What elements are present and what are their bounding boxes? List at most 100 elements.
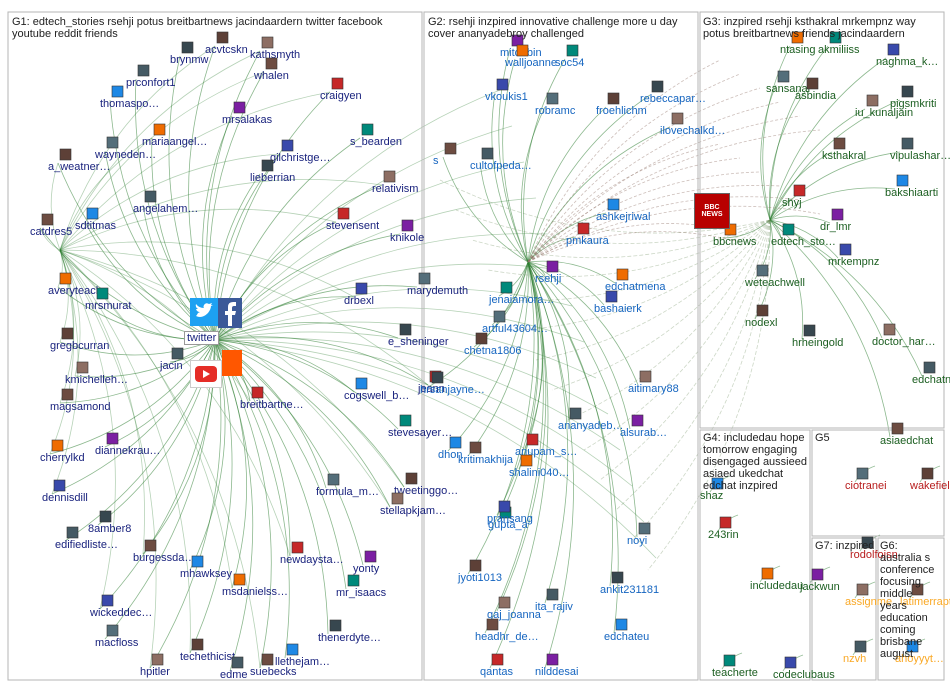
node-g2[interactable]: ilovechalkd… (660, 112, 725, 137)
node-g2[interactable]: jyoti1013 (457, 559, 502, 584)
node-g2[interactable]: vkoukis1 (485, 78, 528, 103)
node-g2[interactable]: rsehji (535, 260, 561, 285)
node-g5[interactable]: ciotranei (845, 467, 887, 492)
node-g1[interactable]: mr_isaacs (336, 574, 387, 599)
node-g1[interactable]: a_weatner… (48, 148, 110, 173)
node-g1[interactable]: hpitler (140, 653, 170, 678)
node-g1[interactable]: knikole (390, 219, 424, 244)
node-g3[interactable]: nodexl (745, 304, 777, 329)
node-g2[interactable]: s (433, 142, 457, 167)
node-g7[interactable]: nzvh (843, 640, 867, 665)
node-g2[interactable]: edchateu (604, 618, 649, 643)
node-g2[interactable]: walljoanne (504, 44, 557, 69)
node-g2[interactable]: ashkejriwal (596, 198, 650, 223)
node-g2[interactable]: gaj_joanna (487, 596, 542, 621)
node-g3[interactable]: dr_lmr (820, 208, 852, 233)
node-g1[interactable]: lieberrian (250, 159, 295, 184)
node-g2[interactable]: cultofpeda… (470, 147, 532, 172)
node-g2[interactable]: hrsanjayne… (420, 371, 485, 396)
node-g2[interactable]: artful43604… (482, 310, 548, 335)
node-g1[interactable]: thomaspo… (100, 85, 159, 110)
node-g1[interactable]: wayneden… (94, 136, 156, 161)
node-g1[interactable]: angelahem… (133, 190, 198, 215)
node-g1[interactable]: mhawksey (180, 555, 232, 580)
node-g4[interactable]: jackwun (799, 568, 840, 593)
node-g1[interactable]: stellapkjam… (380, 492, 446, 517)
node-g3[interactable]: mrkempnz (828, 243, 879, 268)
node-g1[interactable]: brynmw (170, 41, 209, 66)
node-g3[interactable]: akmiliiss (818, 31, 860, 56)
node-g7[interactable]: ahoyyyt… (895, 640, 944, 665)
node-g2[interactable]: jenaiamora… (488, 281, 554, 306)
node-g3[interactable]: edchatnz (912, 361, 950, 386)
node-g2[interactable]: qantas (480, 653, 514, 678)
node-g3[interactable]: pigsmkriti (890, 85, 936, 110)
node-g1[interactable]: burgessda… (133, 539, 195, 564)
node-g1[interactable]: formula_m… (316, 473, 379, 498)
node-g1[interactable]: tweetinggo… (394, 472, 458, 497)
node-g2[interactable]: nilddesai (535, 653, 578, 678)
node-g2[interactable]: soc54 (555, 44, 584, 69)
node-g2[interactable]: pmkaura (566, 222, 610, 247)
node-g1[interactable]: stevesayer… (388, 414, 452, 439)
node-g3[interactable]: sansanar (766, 70, 812, 95)
node-g1[interactable]: stevensent (326, 207, 379, 232)
node-g1[interactable]: cherrylkd (40, 439, 85, 464)
node-g1[interactable]: macfloss (95, 624, 139, 649)
node-g3[interactable]: edtech_sto… (771, 223, 836, 248)
node-g2[interactable]: pransang (487, 500, 533, 525)
node-g1[interactable]: relativism (372, 170, 418, 195)
node-g1[interactable]: sdtitmas (75, 207, 116, 232)
node-g4[interactable]: includedau (750, 567, 803, 592)
node-g1[interactable]: kathsmyth (250, 36, 300, 61)
node-g3[interactable]: weteachwell (744, 264, 805, 289)
node-g2[interactable]: alsurab… (620, 414, 667, 439)
node-g2[interactable]: edchatmena (605, 268, 666, 293)
node-g2[interactable]: headhr_de… (475, 618, 539, 643)
node-g1[interactable]: catdres5 (30, 213, 72, 238)
node-g4[interactable]: codeclubaus (773, 656, 835, 681)
node-g2[interactable]: anupam_s… (515, 433, 577, 458)
node-g3[interactable]: doctor_har… (872, 323, 936, 348)
node-g1[interactable]: prconfort1 (126, 64, 176, 89)
node-g1[interactable]: whalen (253, 57, 289, 82)
node-g1[interactable]: kmichelleh… (65, 361, 128, 386)
node-g1[interactable]: drbexl (344, 282, 374, 307)
node-g1[interactable]: diannekrau… (95, 432, 160, 457)
node-g1[interactable]: gregbcurran (50, 327, 109, 352)
node-g2[interactable]: ankit231181 (600, 571, 659, 596)
node-g1[interactable]: mrsmurat (85, 287, 131, 312)
node-g3[interactable]: ntasing (780, 31, 815, 56)
node-g2[interactable]: ananyadeb… (558, 407, 623, 432)
node-g1[interactable]: newdaysta… (280, 541, 344, 566)
node-g1[interactable]: edifiedliste… (55, 526, 118, 551)
node-g1[interactable]: acvtcskn (205, 31, 248, 56)
node-g1[interactable]: jacin (159, 347, 184, 372)
node-g1[interactable]: magsamond (50, 388, 111, 413)
node-g1[interactable]: cogswell_b… (344, 377, 409, 402)
node-g1[interactable]: wickeddec… (89, 594, 152, 619)
node-g1[interactable]: marydemuth (407, 272, 468, 297)
node-g2[interactable]: kritimakhija (458, 441, 514, 466)
node-g3[interactable]: vipulashar… (890, 137, 950, 162)
node-g5[interactable]: rodolfojsn (850, 536, 898, 561)
node-g4[interactable]: 243rin (708, 516, 739, 541)
node-g1[interactable]: llethejam… (275, 643, 330, 668)
node-g2[interactable]: bashaierk (594, 290, 642, 315)
node-g2[interactable]: rebeccapar… (640, 80, 706, 105)
node-g1[interactable]: techethicist (180, 638, 235, 663)
node-g3[interactable]: naghma_k… (876, 43, 938, 68)
node-g1[interactable]: 8amber8 (88, 510, 131, 535)
node-g1[interactable]: suebecks (250, 653, 297, 678)
node-g1[interactable]: mrsalakas (222, 101, 273, 126)
node-g3[interactable]: asbindia (795, 77, 837, 102)
node-g3[interactable]: shyj (782, 184, 806, 209)
node-g1[interactable]: breitbartne… (240, 386, 304, 411)
node-g7[interactable]: assignme (845, 583, 892, 608)
node-g2[interactable]: dhon (438, 436, 462, 461)
node-g1[interactable]: gilchristge… (270, 139, 331, 164)
node-g1[interactable]: e_sheninger (388, 323, 449, 348)
node-g2[interactable]: shalini040… (509, 454, 570, 479)
node-g4[interactable]: shaz (700, 477, 724, 502)
node-g1[interactable]: dennisdill (42, 479, 88, 504)
